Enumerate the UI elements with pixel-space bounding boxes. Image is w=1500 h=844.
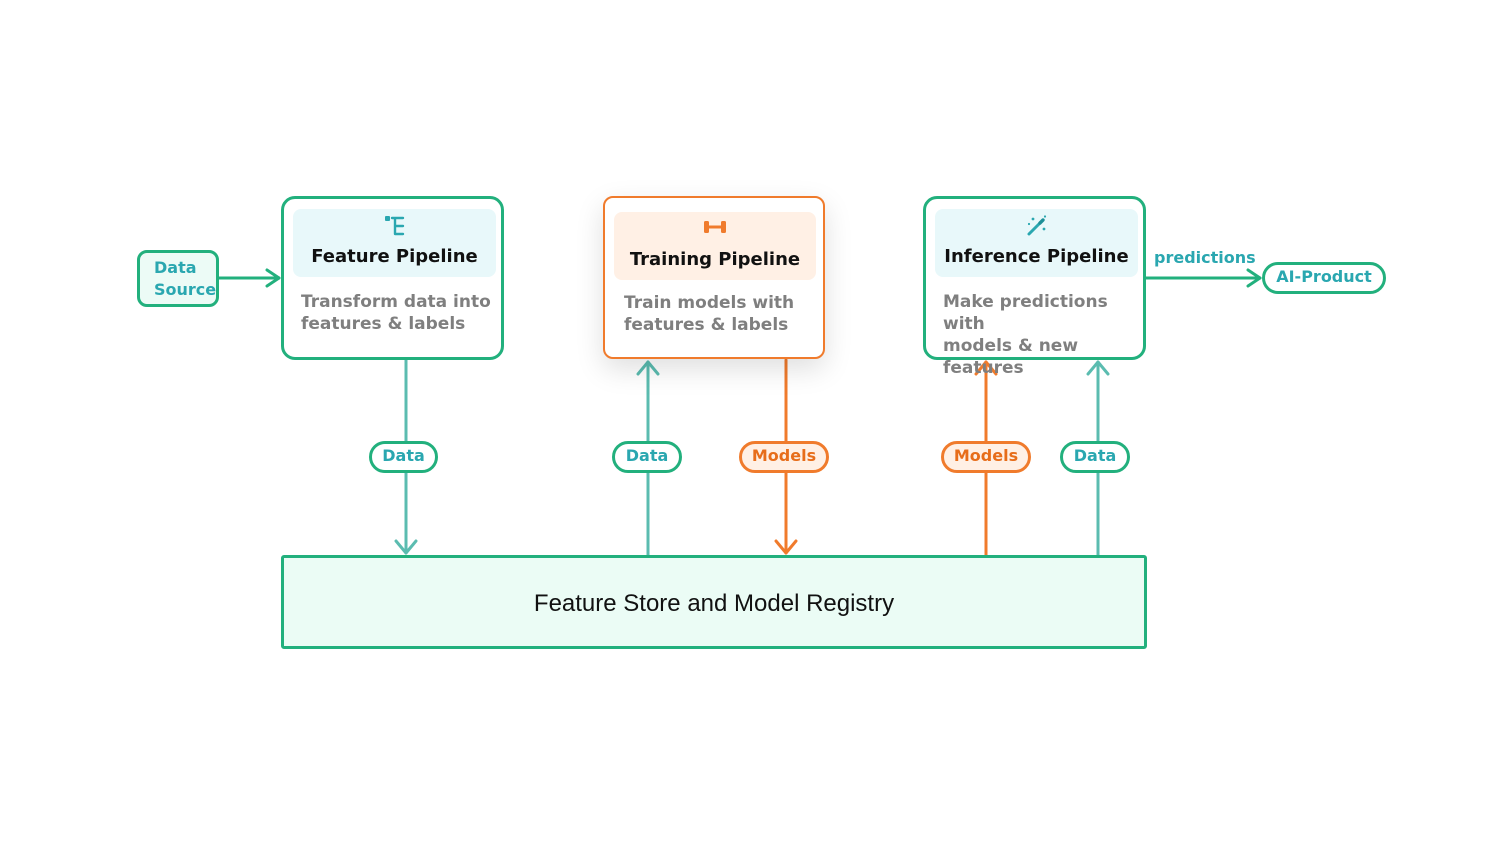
arrow-inference-to-product <box>1143 268 1262 288</box>
magic-wand-icon <box>935 214 1138 236</box>
feature-pipeline-header: Feature Pipeline <box>293 209 496 277</box>
inference-pipeline-desc-line2: models & new features <box>943 336 1079 378</box>
data-source-label-line1: Data <box>154 258 197 277</box>
feature-pipeline-description: Transform data into features & labels <box>301 291 495 335</box>
training-data-edge-label: Data <box>612 441 682 473</box>
data-source-label-line2: Source <box>154 280 217 299</box>
training-pipeline-header: Training Pipeline <box>614 212 816 280</box>
flow-tree-icon <box>293 214 496 236</box>
training-models-edge-label: Models <box>739 441 829 473</box>
feature-store-model-registry: Feature Store and Model Registry <box>281 555 1147 649</box>
data-source-node: Data Source <box>137 250 219 307</box>
training-pipeline-desc-line1: Train models with <box>624 293 795 313</box>
feature-pipeline-title: Feature Pipeline <box>311 246 478 267</box>
inference-models-edge-label: Models <box>941 441 1031 473</box>
inference-pipeline-desc-line1: Make predictions with <box>943 292 1108 334</box>
inference-pipeline-title: Inference Pipeline <box>944 246 1129 267</box>
training-pipeline-desc-line2: features & labels <box>624 315 789 335</box>
predictions-edge-label: predictions <box>1154 248 1256 267</box>
training-pipeline-description: Train models with features & labels <box>624 292 817 336</box>
feature-pipeline-desc-line1: Transform data into <box>301 292 491 312</box>
inference-data-edge-label: Data <box>1060 441 1130 473</box>
ai-product-node: AI-Product <box>1262 262 1386 294</box>
feature-pipeline-card: Feature Pipeline Transform data into fea… <box>281 196 504 360</box>
feature-pipeline-desc-line2: features & labels <box>301 314 466 334</box>
dumbbell-icon <box>614 217 816 239</box>
feature-store-label: Feature Store and Model Registry <box>533 590 895 617</box>
training-pipeline-title: Training Pipeline <box>629 249 801 270</box>
training-pipeline-card: Training Pipeline Train models with feat… <box>603 196 825 359</box>
inference-pipeline-header: Inference Pipeline <box>935 209 1138 277</box>
inference-pipeline-description: Make predictions with models & new featu… <box>943 291 1137 379</box>
feature-data-edge-label: Data <box>369 441 438 473</box>
inference-pipeline-card: Inference Pipeline Make predictions with… <box>923 196 1146 378</box>
arrow-source-to-feature <box>217 268 281 288</box>
